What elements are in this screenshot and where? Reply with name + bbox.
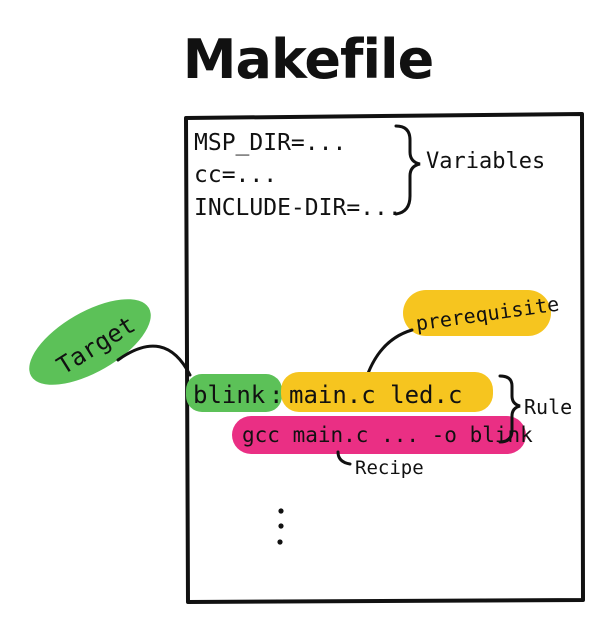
prerequisites-highlight: [281, 372, 493, 412]
recipe-highlight: [232, 416, 526, 454]
recipe-pointer: [336, 450, 352, 466]
rule-prerequisites: main.c led.c: [289, 381, 462, 409]
variable-line-msp-dir: MSP_DIR=...: [194, 130, 346, 156]
target-callout-highlight: [29, 299, 151, 385]
rule-recipe: gcc main.c ... -o blink: [242, 423, 533, 447]
makefile-box: [184, 112, 585, 604]
target-pointer: [116, 344, 192, 377]
variables-brace: [394, 124, 421, 216]
rule-colon: :: [269, 381, 283, 409]
variable-line-include-dir: INCLUDE-DIR=...: [194, 195, 402, 221]
variable-line-cc: cc=...: [194, 162, 277, 188]
recipe-callout-label: Recipe: [355, 457, 424, 479]
target-highlight: [186, 374, 282, 412]
rule-target: blink: [193, 381, 266, 409]
rule-label: Rule: [524, 395, 572, 419]
page-title: Makefile: [182, 28, 434, 91]
variables-label: Variables: [426, 149, 545, 174]
prerequisite-callout-highlight: [403, 290, 551, 336]
rule-brace: [498, 374, 521, 444]
continuation-dot: [278, 508, 284, 514]
continuation-dot: [277, 539, 283, 545]
continuation-dot: [278, 523, 284, 529]
